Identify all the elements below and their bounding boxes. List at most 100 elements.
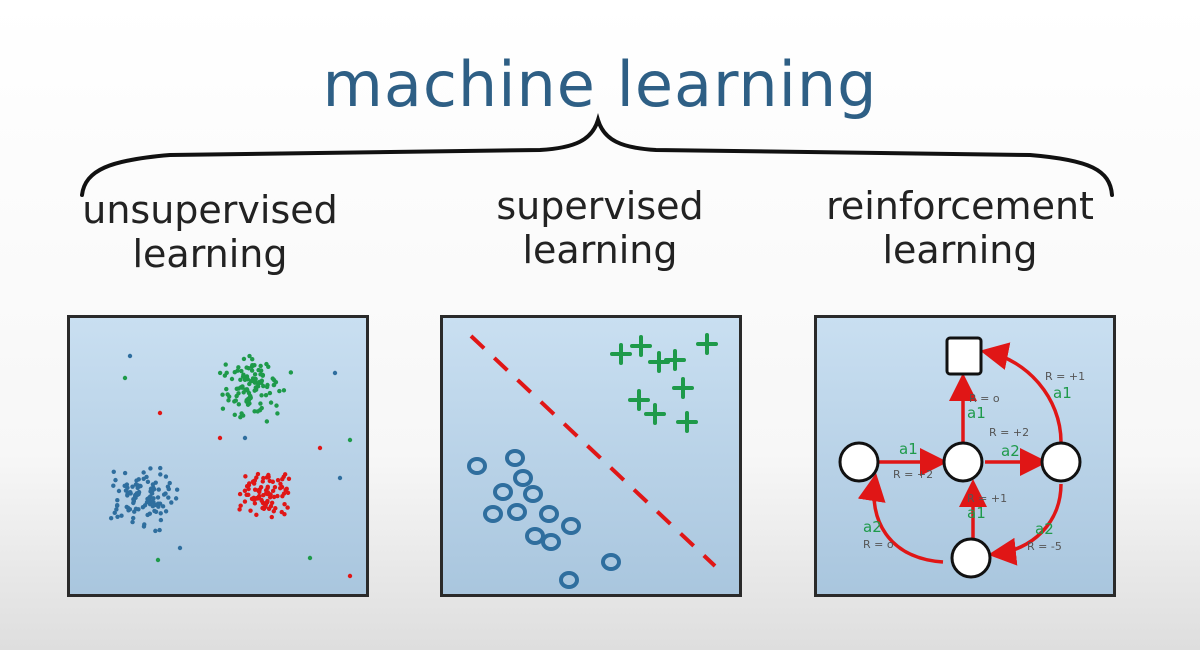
green-cluster-point xyxy=(236,365,241,370)
blue-cluster-point xyxy=(112,510,117,516)
green-cluster-point xyxy=(246,390,252,396)
supervised-panel xyxy=(440,315,742,597)
red-cluster-point xyxy=(270,488,276,494)
circle-marker xyxy=(513,469,533,487)
reward-label: R = -5 xyxy=(1027,540,1062,553)
blue-cluster-point xyxy=(115,514,120,519)
green-cluster-point xyxy=(247,396,252,401)
reward-label: R = o xyxy=(863,538,894,551)
label-line-1: supervised xyxy=(496,184,704,228)
red-cluster-point xyxy=(278,485,283,491)
blue-cluster-point xyxy=(111,483,116,488)
blue-cluster-point xyxy=(147,498,152,503)
blue-cluster-point xyxy=(123,488,129,493)
green-cluster-point xyxy=(236,391,241,396)
blue-cluster-point xyxy=(119,513,124,518)
unsupervised-panel xyxy=(67,315,369,597)
green-cluster-point xyxy=(250,378,255,384)
curly-brace xyxy=(80,113,1114,197)
red-cluster-point xyxy=(258,485,264,490)
blue-cluster-point xyxy=(140,504,146,510)
blue-cluster-point xyxy=(158,472,163,477)
green-cluster-point xyxy=(226,394,232,399)
green-cluster-point xyxy=(220,392,225,397)
blue-cluster-point xyxy=(122,470,128,476)
green-cluster-point xyxy=(239,368,244,374)
plus-marker xyxy=(630,335,652,357)
blue-cluster-point xyxy=(130,519,135,525)
reinforcement-panel: R = +1 a1 R = o a1 R = +2 a2 a1 R = +2 R… xyxy=(814,315,1116,597)
blue-cluster-point xyxy=(151,487,157,492)
red-cluster-point xyxy=(254,512,259,518)
red-cluster-point xyxy=(248,508,253,513)
red-cluster-point xyxy=(285,505,290,510)
blue-cluster-point xyxy=(163,474,169,479)
green-cluster-point xyxy=(229,376,235,382)
red-cluster-point xyxy=(254,475,259,480)
circle-marker xyxy=(559,571,579,589)
blue-cluster-point xyxy=(111,469,116,474)
circle-marker xyxy=(601,553,621,571)
blue-cluster-point xyxy=(148,466,153,471)
circle-marker xyxy=(505,449,525,467)
page-title: machine learning xyxy=(322,48,878,121)
circle-marker xyxy=(525,527,545,545)
red-cluster-point xyxy=(269,500,275,505)
green-cluster-point xyxy=(223,362,228,367)
green-cluster-point xyxy=(270,376,275,381)
state-graph: R = +1 a1 R = o a1 R = +2 a2 a1 R = +2 R… xyxy=(838,336,1085,579)
red-cluster-point xyxy=(279,509,284,515)
outlier-point xyxy=(157,410,163,416)
blue-cluster-point xyxy=(138,483,143,489)
plus-marker xyxy=(676,411,698,433)
outlier-point xyxy=(242,435,248,441)
blue-cluster-point xyxy=(150,503,156,509)
red-cluster-point xyxy=(260,479,265,484)
blue-cluster-point xyxy=(167,480,172,486)
red-cluster-point xyxy=(238,503,243,508)
action-label: a2 xyxy=(1035,520,1054,538)
blue-cluster-point xyxy=(163,491,168,496)
blue-cluster-point xyxy=(114,503,120,509)
green-cluster-point xyxy=(253,385,258,390)
red-cluster-point xyxy=(252,501,258,506)
green-cluster-point xyxy=(250,357,255,362)
red-cluster-point xyxy=(261,475,266,481)
label-line-1: unsupervised xyxy=(82,188,338,232)
circle-marker xyxy=(523,485,543,503)
action-label: a2 xyxy=(863,518,882,536)
red-cluster-point xyxy=(272,484,278,490)
label-line-2: learning xyxy=(132,232,288,276)
red-cluster-point xyxy=(255,471,261,477)
action-label: a1 xyxy=(899,440,918,458)
red-cluster-point xyxy=(237,507,242,512)
blue-cluster-point xyxy=(115,498,120,503)
blue-cluster-point xyxy=(155,495,161,500)
green-cluster-point xyxy=(240,413,246,418)
blue-cluster-point xyxy=(149,491,155,496)
outlier-point xyxy=(332,370,338,376)
blue-cluster-point xyxy=(174,487,180,492)
state-right xyxy=(1040,441,1082,483)
unsupervised-learning-label: unsupervised learning xyxy=(40,188,380,276)
blue-cluster-point xyxy=(148,494,153,500)
green-cluster-point xyxy=(255,409,260,414)
cluster-scatter xyxy=(108,353,353,579)
blue-cluster-point xyxy=(108,515,114,521)
green-cluster-point xyxy=(232,412,237,418)
outlier-point xyxy=(347,437,353,443)
blue-cluster-point xyxy=(158,465,163,471)
green-cluster-point xyxy=(281,388,287,393)
plus-marker xyxy=(696,333,718,355)
state-left xyxy=(838,441,880,483)
red-cluster-point xyxy=(261,505,266,511)
circle-points xyxy=(467,449,621,589)
green-cluster-point xyxy=(261,383,266,389)
green-cluster-point xyxy=(252,372,258,377)
green-cluster-point xyxy=(240,385,245,390)
circle-marker xyxy=(483,505,503,523)
green-cluster-point xyxy=(247,401,252,406)
blue-cluster-point xyxy=(128,490,133,495)
green-cluster-point xyxy=(236,402,242,407)
label-line-1: reinforcement xyxy=(826,184,1094,228)
